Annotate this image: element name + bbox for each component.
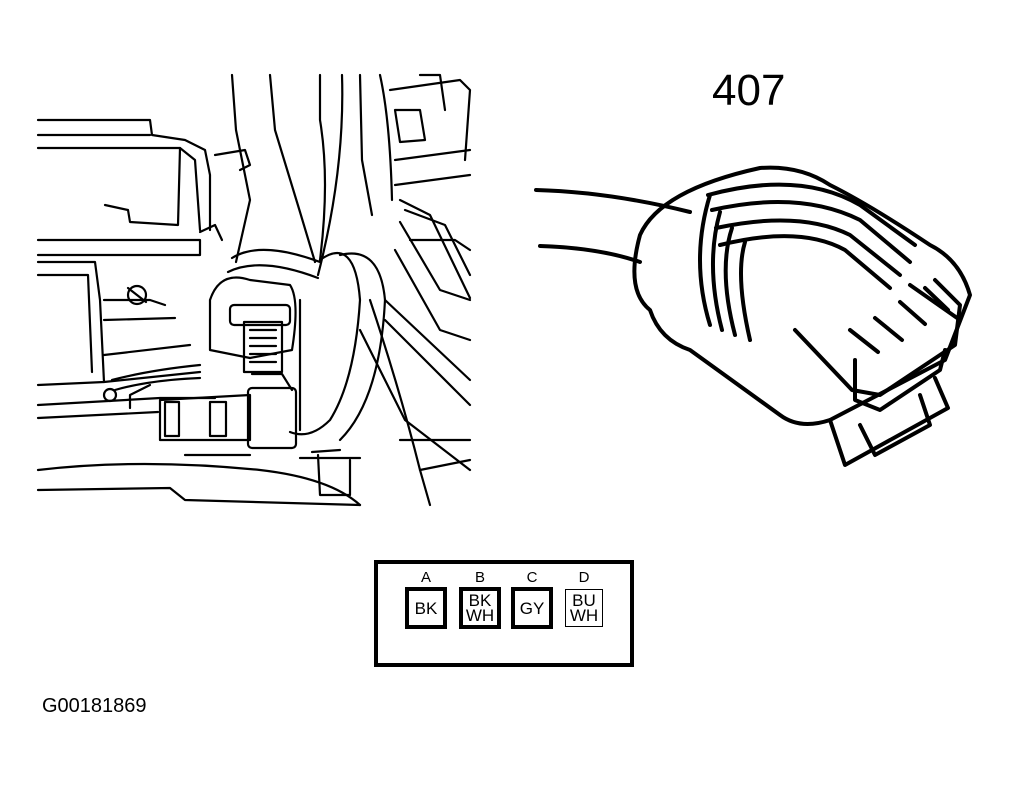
connector-407-illustration bbox=[534, 165, 972, 467]
pin-color: BU WH bbox=[569, 591, 599, 625]
pin-color: BK WH bbox=[465, 591, 495, 625]
figure-id: G00181869 bbox=[42, 695, 147, 717]
pin-color-chart: A BK B BK WH C GY D BU WH bbox=[374, 560, 634, 667]
pin-cell: GY bbox=[511, 587, 553, 629]
pin-c: C GY bbox=[508, 570, 556, 629]
pin-letter: B bbox=[474, 569, 485, 586]
pin-cell: BK bbox=[405, 587, 447, 629]
pin-letter: C bbox=[526, 569, 538, 586]
pin-letter: A bbox=[420, 569, 431, 586]
pin-letter: D bbox=[578, 569, 590, 586]
connector-number: 407 bbox=[712, 66, 786, 115]
engine-bay-illustration bbox=[36, 73, 472, 507]
pin-b: B BK WH bbox=[456, 570, 504, 629]
pin-cell: BK WH bbox=[459, 587, 501, 629]
pin-d: D BU WH bbox=[560, 570, 608, 627]
pin-cell: BU WH bbox=[565, 589, 603, 627]
pin-color: GY bbox=[519, 598, 545, 618]
pin-a: A BK bbox=[402, 570, 450, 629]
pin-color: BK bbox=[414, 598, 438, 618]
